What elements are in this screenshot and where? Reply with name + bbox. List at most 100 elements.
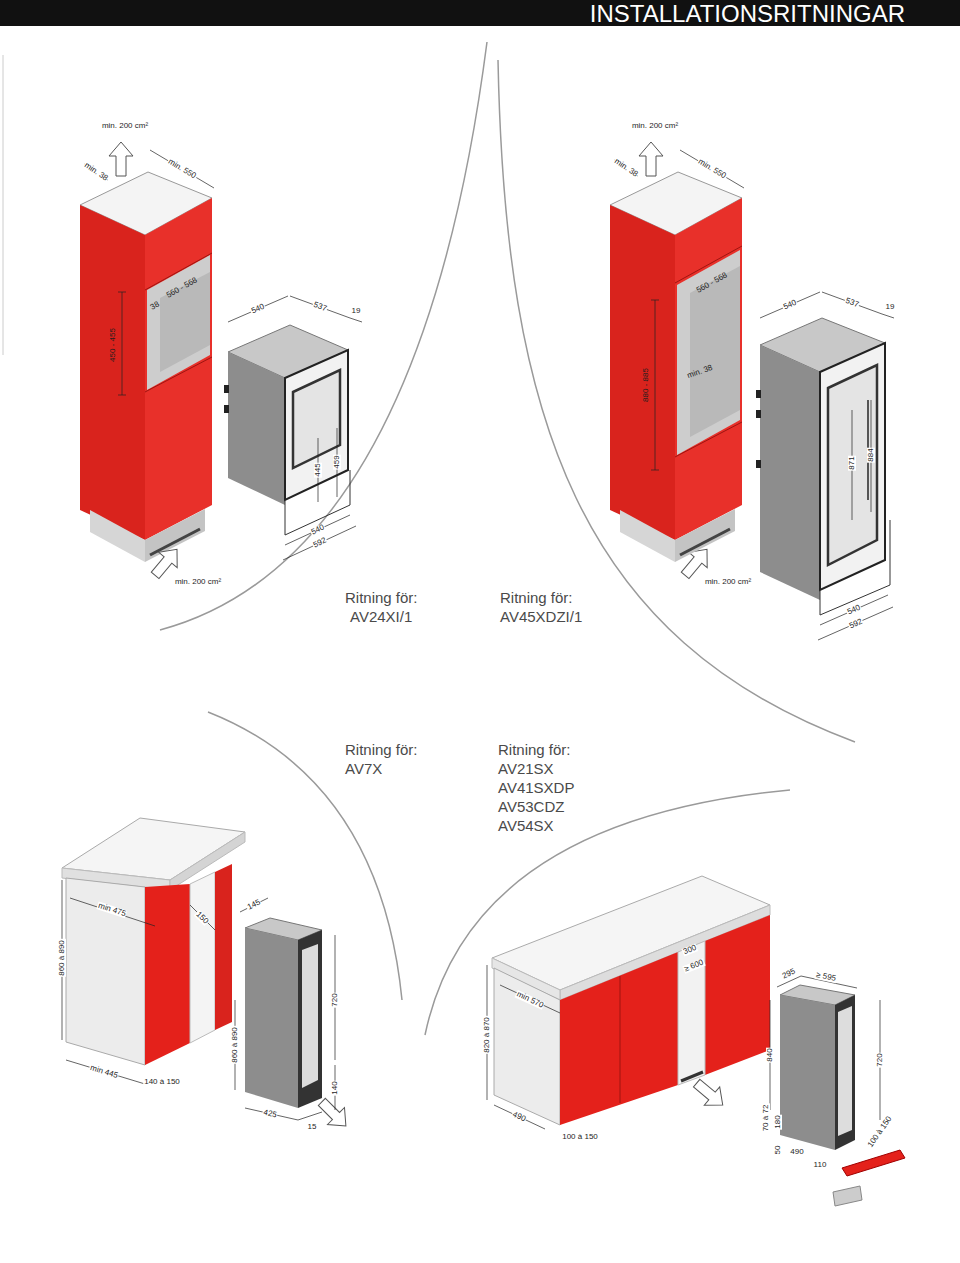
wine-cabinet-appliance <box>245 928 298 1108</box>
kitchen-base-unit <box>705 915 770 1075</box>
dimension-label: 50 <box>774 1145 782 1156</box>
dimension-label: min. 200 cm² <box>174 578 222 586</box>
wine-cabinet-appliance <box>835 995 855 1150</box>
wine-cabinet-appliance <box>756 390 761 398</box>
wine-cabinet-appliance <box>780 985 905 1206</box>
dimension-label: 884 <box>867 447 875 462</box>
dimension-label: 425 <box>262 1108 279 1119</box>
dimension-label: 110 <box>813 1161 828 1169</box>
dimension-line <box>240 898 268 912</box>
dimension-label: min. 550 <box>166 157 198 181</box>
dimension-line <box>66 1060 145 1084</box>
dimension-label: 820 à 870 <box>483 1016 491 1054</box>
kitchen-base-unit <box>62 818 245 1065</box>
caption-text: AV21SX <box>498 759 554 778</box>
kitchen-base-unit <box>678 941 705 1085</box>
dimension-label: 540 <box>845 603 862 617</box>
airflow-arrow <box>146 542 186 583</box>
dimension-label: 145 <box>245 898 262 912</box>
tall-cabinet <box>610 172 742 562</box>
tall-cabinet <box>675 422 742 457</box>
dimension-line <box>150 150 214 188</box>
tall-cabinet <box>680 529 730 555</box>
dimension-label: 860 à 890 <box>58 939 66 977</box>
dimension-label: 880 - 885 <box>642 367 650 403</box>
dimension-label: 490 <box>789 1148 804 1156</box>
dimension-line <box>655 300 656 470</box>
kitchen-base-unit <box>145 884 190 1065</box>
dimension-line <box>118 292 126 293</box>
dimension-line <box>84 150 362 560</box>
dimension-line <box>882 314 894 318</box>
wine-cabinet-appliance <box>293 370 340 468</box>
dimension-label: 871 <box>848 455 856 470</box>
tall-cabinet <box>675 509 735 562</box>
dimension-line <box>614 150 894 640</box>
dimension-label: 540 <box>249 302 266 315</box>
tall-cabinet <box>145 357 212 392</box>
caption-text: Ritning för: <box>498 740 571 759</box>
wine-cabinet-appliance <box>760 345 820 600</box>
dimension-label: 592 <box>311 536 328 550</box>
margin-rule <box>3 55 4 355</box>
wine-cabinet-appliance <box>224 405 229 413</box>
caption-text: AV24XI/1 <box>350 607 412 626</box>
tall-cabinet <box>145 198 212 540</box>
dimension-label: 100 à 150 <box>561 1133 599 1141</box>
wine-cabinet-appliance <box>756 460 761 468</box>
dimension-label: 140 <box>331 1080 339 1095</box>
dimension-label: 19 <box>885 303 896 311</box>
dimension-line <box>760 292 820 318</box>
dimension-line <box>822 292 882 314</box>
airflow-arrow <box>639 142 663 176</box>
dimension-label: 15 <box>307 1123 318 1131</box>
caption-text: AV53CDZ <box>498 797 564 816</box>
wine-cabinet-appliance <box>780 995 835 1150</box>
tall-cabinet <box>147 255 210 390</box>
dimension-line <box>118 395 126 396</box>
dimension-label: 70 à 72 <box>762 1104 770 1133</box>
dimension-line <box>680 150 744 188</box>
wine-cabinet-appliance <box>245 918 322 1108</box>
dimension-label: 19 <box>351 307 362 315</box>
dimension-line <box>651 470 659 471</box>
tall-cabinet <box>80 172 212 562</box>
wine-cabinet-appliance <box>298 930 322 1108</box>
kitchen-base-unit <box>560 952 678 1125</box>
wine-cabinet-appliance <box>838 1006 852 1136</box>
wine-cabinet-appliance <box>833 1186 862 1206</box>
airflow-arrow <box>109 142 730 1134</box>
dimension-label: min. 38 <box>612 157 640 179</box>
tall-cabinet <box>675 246 742 283</box>
dimension-line <box>350 318 362 322</box>
tall-cabinet <box>677 250 740 455</box>
caption-text: Ritning för: <box>500 588 573 607</box>
caption-text: AV54SX <box>498 816 554 835</box>
dimension-label: 720 <box>331 992 339 1007</box>
page-title: INSTALLATIONSRITNINGAR <box>590 0 905 26</box>
tall-cabinet <box>675 198 742 540</box>
kitchen-base-unit <box>215 864 232 1030</box>
kitchen-base-unit <box>681 1072 703 1081</box>
tall-cabinet <box>90 510 145 562</box>
dimension-line <box>190 905 215 930</box>
separator-arc <box>160 42 855 1035</box>
airflow-arrow <box>689 1074 730 1114</box>
wine-cabinet-appliance <box>228 352 285 505</box>
wine-cabinet-appliance <box>828 365 877 565</box>
tall-cabinet <box>620 510 675 562</box>
tall-cabinet <box>80 205 145 540</box>
dimension-label: 180 <box>774 1114 782 1129</box>
caption-text: Ritning för: <box>345 588 418 607</box>
tall-cabinet <box>610 205 675 540</box>
dimension-line <box>62 880 335 1120</box>
dimension-line <box>245 1108 298 1120</box>
dimension-label: 459 <box>333 454 341 469</box>
dimension-line <box>487 965 880 1129</box>
dimension-line <box>500 985 560 1013</box>
dimension-label: 860 à 890 <box>231 1026 239 1064</box>
wine-cabinet-appliance <box>302 944 318 1088</box>
dimension-label: 537 <box>311 301 328 314</box>
dimension-label: 540 <box>781 298 798 311</box>
dimension-label: min. 200 cm² <box>704 578 752 586</box>
